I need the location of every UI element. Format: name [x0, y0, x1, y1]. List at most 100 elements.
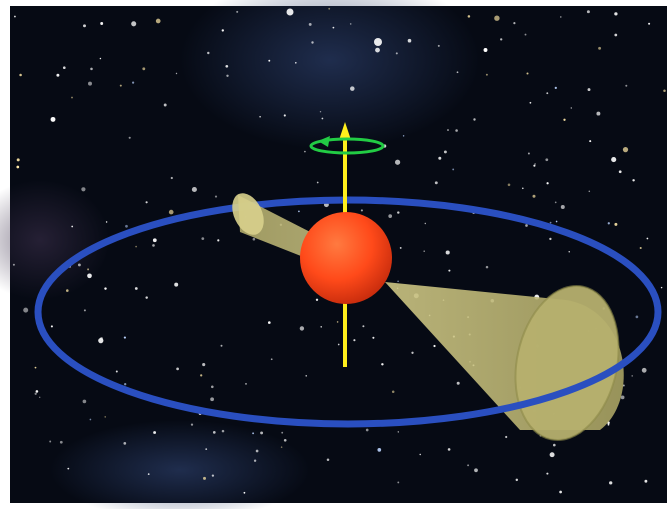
star [205, 448, 207, 450]
bright-star [287, 9, 294, 16]
star [156, 19, 161, 24]
star [245, 383, 247, 385]
star [546, 182, 548, 184]
star [90, 68, 93, 71]
star [104, 287, 106, 289]
star [468, 15, 471, 18]
star [215, 196, 217, 198]
star [51, 325, 53, 327]
star [608, 222, 610, 224]
star [473, 118, 475, 120]
star [316, 299, 318, 301]
star [632, 179, 634, 181]
star [327, 458, 330, 461]
star [366, 429, 369, 432]
star [78, 263, 81, 266]
star [152, 244, 155, 247]
star [377, 448, 381, 452]
star [411, 352, 413, 354]
star [647, 238, 649, 240]
star [124, 383, 126, 385]
star [120, 85, 122, 87]
star [559, 491, 562, 494]
star [63, 66, 66, 69]
star [569, 251, 570, 252]
star [486, 266, 489, 269]
star [447, 129, 449, 131]
star [169, 210, 174, 215]
star [17, 158, 20, 161]
star [361, 209, 363, 211]
star [644, 480, 647, 483]
star [513, 22, 515, 24]
star [400, 247, 402, 249]
star [317, 182, 319, 184]
star [433, 345, 435, 347]
star [146, 201, 148, 203]
star [392, 391, 395, 394]
star [446, 250, 450, 254]
star [614, 34, 617, 37]
star [176, 73, 177, 74]
star [153, 431, 156, 434]
star [563, 119, 565, 121]
star [35, 367, 37, 369]
star [322, 118, 324, 120]
star [36, 390, 39, 393]
star [435, 181, 438, 184]
star [350, 86, 355, 91]
star [125, 225, 128, 228]
star [550, 222, 552, 224]
star [397, 481, 399, 483]
star [609, 481, 612, 484]
star [621, 396, 625, 400]
star [131, 21, 136, 26]
star [145, 296, 147, 298]
star [484, 48, 488, 52]
star [236, 11, 238, 13]
star [397, 281, 399, 283]
star [153, 238, 157, 242]
star [211, 386, 214, 389]
star [256, 450, 259, 453]
star [320, 111, 321, 112]
star [19, 74, 22, 77]
star [271, 358, 273, 360]
star [281, 432, 283, 434]
star [13, 264, 15, 266]
star [372, 337, 374, 339]
star [304, 151, 306, 153]
star [457, 382, 460, 385]
star [202, 363, 205, 366]
star [116, 371, 118, 373]
star [222, 29, 224, 31]
star [438, 45, 440, 47]
star [148, 473, 150, 475]
star [253, 238, 256, 241]
star [561, 205, 565, 209]
star [438, 157, 441, 160]
star [328, 8, 330, 10]
star [226, 75, 228, 77]
star [60, 441, 63, 444]
star [66, 289, 69, 292]
star [408, 39, 412, 43]
star [611, 157, 616, 162]
star [281, 446, 283, 448]
star [467, 464, 469, 466]
star [100, 337, 103, 340]
star [508, 184, 511, 187]
star [619, 170, 622, 173]
star [23, 308, 28, 313]
star [71, 97, 73, 99]
star [35, 393, 37, 395]
star [83, 24, 86, 27]
star [553, 444, 556, 447]
star [191, 423, 193, 425]
star [222, 430, 225, 433]
star [546, 473, 548, 475]
star [388, 214, 392, 218]
star [174, 283, 178, 287]
star [338, 344, 340, 346]
